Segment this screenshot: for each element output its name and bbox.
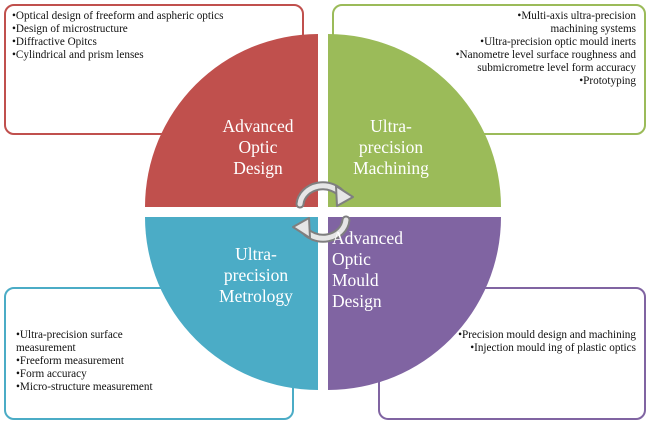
quadrant-title-line: precision (223, 265, 289, 285)
list-item: Diffractive Opitcs (12, 36, 296, 49)
list-item: Ultra-precision optic mould inerts (342, 36, 636, 49)
cycle-arrows-icon (292, 181, 354, 243)
list-machining: Multi-axis ultra-precision machining sys… (342, 10, 636, 88)
quadrant-title-line: Advanced (222, 116, 294, 136)
list-item: Nanometre level surface roughness and su… (342, 49, 636, 75)
quadrant-bottom-right (328, 217, 501, 390)
list-item: Micro-structure measurement (16, 381, 286, 394)
quadrant-title-line: Advanced (332, 228, 403, 248)
quadrant-title-line: Optic (332, 249, 371, 269)
list-item: Cylindrical and prism lenses (12, 49, 296, 62)
quadrant-top-right (328, 34, 501, 207)
list-item: Multi-axis ultra-precision machining sys… (342, 10, 636, 36)
quadrant-title-line: Mould (332, 270, 379, 290)
list-metrology: Ultra-precision surface measurement Free… (16, 329, 286, 394)
list-item: Injection mould ing of plastic optics (388, 342, 636, 355)
quadrant-title-line: Design (233, 158, 283, 178)
list-item: Precision mould design and machining (388, 329, 636, 342)
list-item: Ultra-precision surface measurement (16, 329, 286, 355)
list-optic-design: Optical design of freeform and aspheric … (12, 10, 296, 62)
list-item: Freeform measurement (16, 355, 286, 368)
quadrant-top-left (145, 34, 318, 207)
quadrant-title-line: Design (332, 291, 382, 311)
list-item: Form accuracy (16, 368, 286, 381)
list-item: Design of microstructure (12, 23, 296, 36)
quadrant-title-line: Machining (353, 158, 429, 178)
quadrant-bottom-left (145, 217, 318, 390)
list-item: Optical design of freeform and aspheric … (12, 10, 296, 23)
quadrant-title-line: precision (358, 137, 424, 157)
list-item: Prototyping (342, 75, 636, 88)
quadrant-title-line: Metrology (219, 286, 293, 306)
quadrant-title-line: Optic (238, 137, 278, 157)
quadrant-title-line: Ultra- (370, 116, 412, 136)
list-mould-design: Precision mould design and machining Inj… (388, 329, 636, 355)
quadrant-title-line: Ultra- (235, 244, 277, 264)
